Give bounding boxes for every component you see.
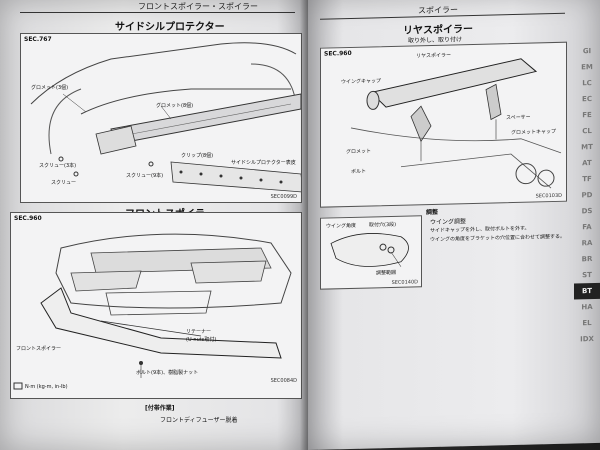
- side-sill-label-1: グロメット(3個): [31, 85, 69, 91]
- tab-mt[interactable]: MT: [581, 143, 593, 152]
- wing-adjust-drawing: [330, 233, 409, 267]
- side-sill-title: サイドシルプロテクター: [115, 22, 225, 33]
- tab-idx[interactable]: IDX: [580, 335, 594, 344]
- notes-item: フロントディフューザー脱着: [160, 417, 238, 424]
- tab-pd[interactable]: PD: [581, 191, 593, 200]
- wing-adjust-label-1: ウイング角度: [326, 222, 357, 230]
- front-spoiler-label-2: リテーナー: [186, 329, 212, 335]
- tab-ra[interactable]: RA: [581, 239, 593, 248]
- front-spoiler-drawing: [13, 233, 292, 390]
- tab-lc[interactable]: LC: [582, 79, 592, 88]
- adjust-item-1: サイドキャップを外し、取付ボルトを外す。: [430, 225, 530, 235]
- rear-spoiler-drawing: [350, 58, 562, 189]
- notes-heading: [付帯作業]: [145, 405, 175, 412]
- header-rule: [20, 12, 295, 13]
- front-spoiler-sec: SEC.960: [14, 215, 42, 222]
- front-spoiler-label-1: フロントスポイラー: [16, 346, 62, 352]
- tab-at[interactable]: AT: [582, 159, 592, 168]
- side-sill-figure: SEC.767 グロメット(3個) グロメット(8個): [20, 33, 302, 203]
- rear-spoiler-figure: SEC.960 リヤスポイラー ウイングキャップ グロメット スペーサー ボルト…: [320, 41, 567, 208]
- wing-adjust-code: SEC0140D: [391, 279, 418, 286]
- tab-ec[interactable]: EC: [582, 95, 592, 104]
- side-sill-code: SEC0099D: [270, 194, 297, 200]
- left-page: フロントスポイラー・スポイラー サイドシルプロテクター SEC.767: [0, 0, 308, 450]
- rear-spoiler-label-5: ボルト: [351, 168, 367, 175]
- tab-ds[interactable]: DS: [581, 207, 593, 216]
- tab-fe[interactable]: FE: [582, 111, 592, 120]
- front-spoiler-figure: SEC.960 フロントスポイラー リテーナー (U-nuts取付) ボルト(9…: [10, 212, 302, 399]
- adjust-heading: 調整: [426, 208, 439, 217]
- left-page-header: フロントスポイラー・スポイラー: [138, 2, 258, 11]
- tab-br[interactable]: BR: [581, 255, 593, 264]
- tab-cl[interactable]: CL: [582, 127, 592, 136]
- side-sill-label-6: クリップ(8個): [181, 153, 214, 159]
- wing-adjust-label-2: 取付穴(3段): [369, 221, 397, 229]
- front-spoiler-label-4: ボルト(9本)、樹脂製ナット: [136, 370, 199, 376]
- tab-em[interactable]: EM: [581, 63, 593, 72]
- right-page: スポイラー リヤスポイラー 取り外し、取り付け SEC.960 リヤスポイラー …: [308, 0, 600, 450]
- tab-tf[interactable]: TF: [582, 175, 592, 184]
- side-sill-sec: SEC.767: [24, 36, 52, 43]
- rear-spoiler-label-1: リヤスポイラー: [416, 52, 452, 60]
- tab-gi[interactable]: GI: [582, 47, 592, 56]
- tab-fa[interactable]: FA: [582, 223, 592, 232]
- front-spoiler-code: SEC0084D: [270, 378, 297, 384]
- tab-ha[interactable]: HA: [581, 303, 593, 312]
- side-sill-label-2: グロメット(8個): [156, 103, 194, 109]
- rear-spoiler-label-6: グロメットキャップ: [511, 128, 557, 137]
- adjust-subheading: ウイング調整: [430, 218, 467, 227]
- adjust-item-2: ウイングの角度をブラケットの穴位置に合わせて調整する。: [430, 233, 566, 244]
- wing-adjust-figure: ウイング角度 取付穴(3段) 調整範囲 SEC0140D: [320, 215, 422, 290]
- section-tabs: GI EM LC EC FE CL MT AT TF PD DS FA RA B…: [574, 43, 600, 348]
- tab-st[interactable]: ST: [582, 271, 592, 280]
- rear-spoiler-label-3: グロメット: [346, 148, 372, 156]
- rear-spoiler-label-4: スペーサー: [506, 114, 531, 122]
- tab-el[interactable]: EL: [582, 319, 592, 328]
- rear-spoiler-label-2: ウイングキャップ: [341, 78, 382, 86]
- wing-adjust-label-3: 調整範囲: [376, 269, 397, 277]
- side-sill-label-4: スクリュー: [51, 180, 77, 186]
- side-sill-drawing: [30, 42, 301, 193]
- tab-bt[interactable]: BT: [574, 282, 600, 300]
- front-spoiler-label-5: N·m (kg-m, in-lb): [25, 384, 68, 390]
- side-sill-label-5: スクリュー(9本): [126, 173, 164, 179]
- rear-spoiler-subtitle: 取り外し、取り付け: [408, 36, 463, 45]
- front-spoiler-label-3: (U-nuts取付): [186, 337, 217, 343]
- rear-spoiler-code: SEC0103D: [535, 192, 562, 200]
- side-sill-label-7: サイドシルプロテクター表皮: [231, 160, 296, 166]
- side-sill-label-3: スクリュー(3本): [39, 163, 77, 169]
